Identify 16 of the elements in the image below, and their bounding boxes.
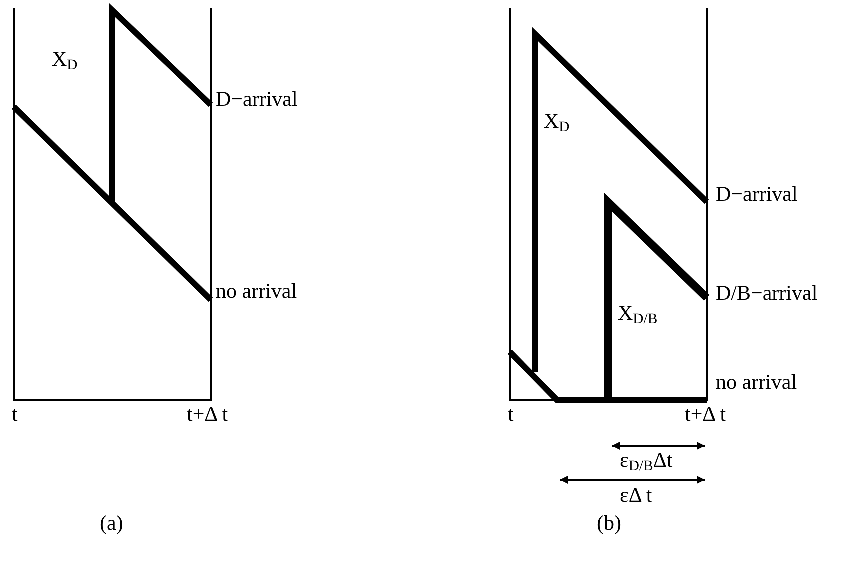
outcome-label: D−arrival xyxy=(216,88,298,112)
time-label: t+Δ t xyxy=(187,403,228,426)
time-label: t+Δ t xyxy=(685,403,726,426)
panel-label: (b) xyxy=(597,512,622,536)
outcome-label: no arrival xyxy=(716,371,798,394)
panel-label: (a) xyxy=(100,512,124,536)
dimension-label: εΔ t xyxy=(620,484,652,508)
outcome-label: D/B−arrival xyxy=(716,282,818,306)
outcome-label: no arrival xyxy=(216,280,298,304)
variable-label: X$_{D}$ xyxy=(544,110,570,136)
variable-label: X$_{D/B}$ xyxy=(618,302,658,328)
dimension-label: ε$_{D/B}$Δt xyxy=(620,449,673,475)
time-label: t xyxy=(12,403,18,426)
time-label: t xyxy=(508,403,514,426)
variable-label: X$_{D}$ xyxy=(52,48,78,74)
outcome-label: D−arrival xyxy=(716,183,798,206)
